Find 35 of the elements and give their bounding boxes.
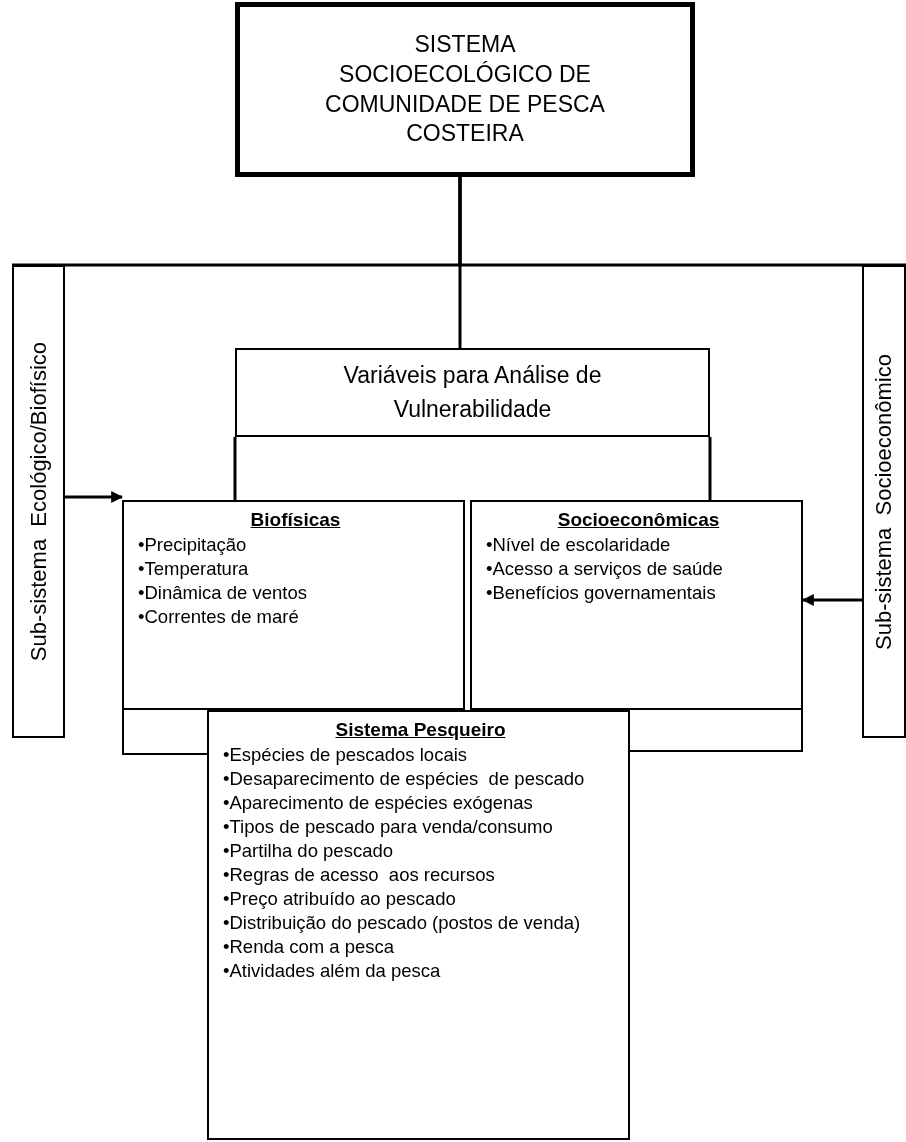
bullet-item: •Preço atribuído ao pescado [223, 886, 457, 911]
vertical-label: Sub-sistema Socioeconômico [871, 353, 897, 650]
bullet-item: •Benefícios governamentais [486, 580, 717, 605]
bullet-item: •Acesso a serviços de saúde [486, 556, 724, 581]
text-box [122, 500, 465, 710]
box-label: Variáveis para Análise de Vulnerabilidade [342, 361, 603, 424]
text-box [235, 348, 710, 437]
bullet-item: •Temperatura [138, 556, 250, 581]
vertical-label: Sub-sistema Ecológico/Biofísico [25, 341, 52, 662]
bullet-item: •Tipos de pescado para venda/consumo [223, 814, 554, 839]
title-text: SISTEMA SOCIOECOLÓGICO DE COMUNIDADE DE PESCA COSTEIRA [324, 29, 606, 149]
bullet-item: •Partilha do pescado [223, 838, 394, 863]
bullet-item: •Atividades além da pesca [223, 959, 442, 984]
box-heading: Socioeconômicas [557, 508, 720, 532]
bullet-item: •Renda com a pesca [223, 935, 396, 960]
connector-line [233, 437, 237, 500]
bullet-item: •Nível de escolaridade [486, 532, 672, 557]
text-box [470, 500, 803, 710]
arrow [65, 491, 124, 503]
connector-line [708, 437, 712, 500]
box-heading: Biofísicas [250, 508, 341, 532]
bullet-item: •Regras de acesso aos recursos [223, 862, 496, 887]
bullet-item: •Desaparecimento de espécies de pescado [223, 766, 586, 791]
connector-line [458, 177, 906, 267]
bullet-item: •Precipitação [138, 532, 248, 557]
bullet-item: •Espécies de pescados locais [223, 742, 469, 767]
text-box [207, 710, 630, 1140]
text-box [235, 2, 695, 177]
vertical-label-box [862, 265, 906, 738]
box-heading: Sistema Pesqueiro [335, 718, 506, 742]
vertical-label-box [12, 265, 65, 738]
bullet-item: •Aparecimento de espécies exógenas [223, 790, 534, 815]
bullet-item: •Correntes de maré [138, 604, 300, 629]
bullet-item: •Distribuição do pescado (postos de venda) [223, 911, 582, 935]
bullet-item: •Dinâmica de ventos [138, 580, 308, 605]
